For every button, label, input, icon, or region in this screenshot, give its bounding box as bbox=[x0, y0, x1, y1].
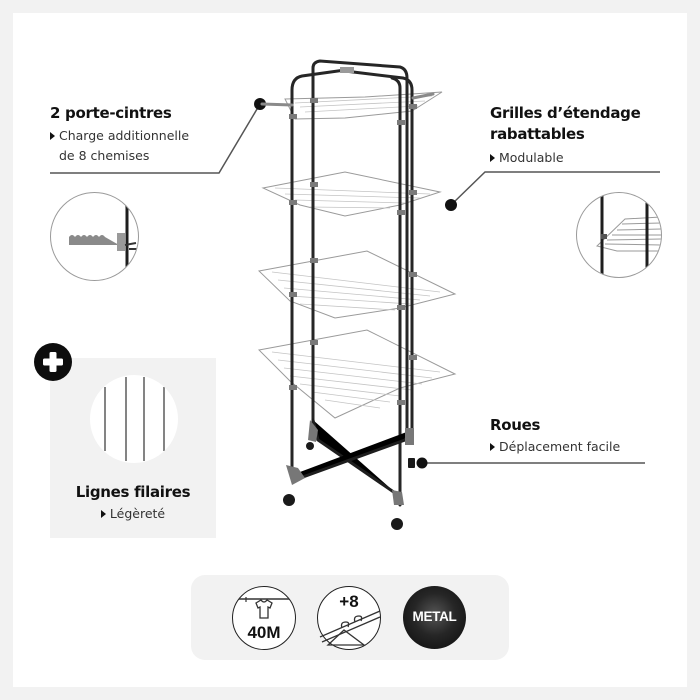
feature-wheels-desc-text: Déplacement facile bbox=[499, 439, 621, 454]
tshirt-on-line-icon bbox=[239, 597, 289, 619]
bullet-triangle-icon bbox=[490, 443, 495, 451]
badge-extra-shirts-label: +8 bbox=[339, 592, 359, 611]
feature-wires-desc-text: Légèreté bbox=[109, 506, 166, 521]
leader-lines bbox=[50, 103, 660, 464]
bullet-triangle-icon bbox=[50, 132, 55, 140]
feature-racks-title-line1: Grilles d’étendage bbox=[490, 104, 641, 122]
bullet-triangle-icon bbox=[100, 510, 106, 518]
hanger-arm-icon bbox=[69, 193, 137, 280]
feature-racks-title-line2: rabattables bbox=[490, 125, 585, 143]
feature-wheels-desc: Déplacement facile bbox=[490, 437, 620, 456]
feature-racks-desc: Modulable bbox=[490, 148, 564, 167]
hangers-on-rail-icon bbox=[319, 610, 380, 646]
hanger-arm-detail-image bbox=[50, 192, 139, 281]
feature-racks-desc-text: Modulable bbox=[499, 150, 564, 165]
folding-rack-icon bbox=[596, 193, 661, 277]
feature-hangers-desc: Charge additionnelle bbox=[59, 128, 190, 143]
badge-drying-length: 40M bbox=[232, 586, 296, 650]
badge-material-metal: METAL bbox=[403, 586, 466, 649]
feature-hangers-title: 2 porte-cintres bbox=[50, 104, 172, 122]
badge-drying-length-label: 40M bbox=[247, 623, 281, 642]
plus-icon bbox=[43, 352, 63, 372]
spec-badge-bar: 40M +8 METAL bbox=[191, 575, 509, 660]
feature-wheels-title: Roues bbox=[490, 416, 541, 434]
feature-hangers-desc-line1: Charge additionnelle bbox=[50, 126, 189, 145]
badge-material-label: METAL bbox=[412, 609, 457, 624]
feature-hangers-desc-line2: de 8 chemises bbox=[59, 148, 150, 163]
wire-lines-icon bbox=[104, 377, 165, 461]
feature-wires-desc: Légèreté bbox=[50, 504, 216, 523]
badge-extra-shirts: +8 bbox=[317, 586, 381, 650]
bullet-triangle-icon bbox=[490, 154, 495, 162]
wire-lines-detail-image bbox=[90, 375, 178, 463]
rack-detail-image bbox=[576, 192, 662, 278]
feature-wires-title: Lignes filaires bbox=[75, 483, 191, 501]
plus-badge bbox=[34, 343, 72, 381]
